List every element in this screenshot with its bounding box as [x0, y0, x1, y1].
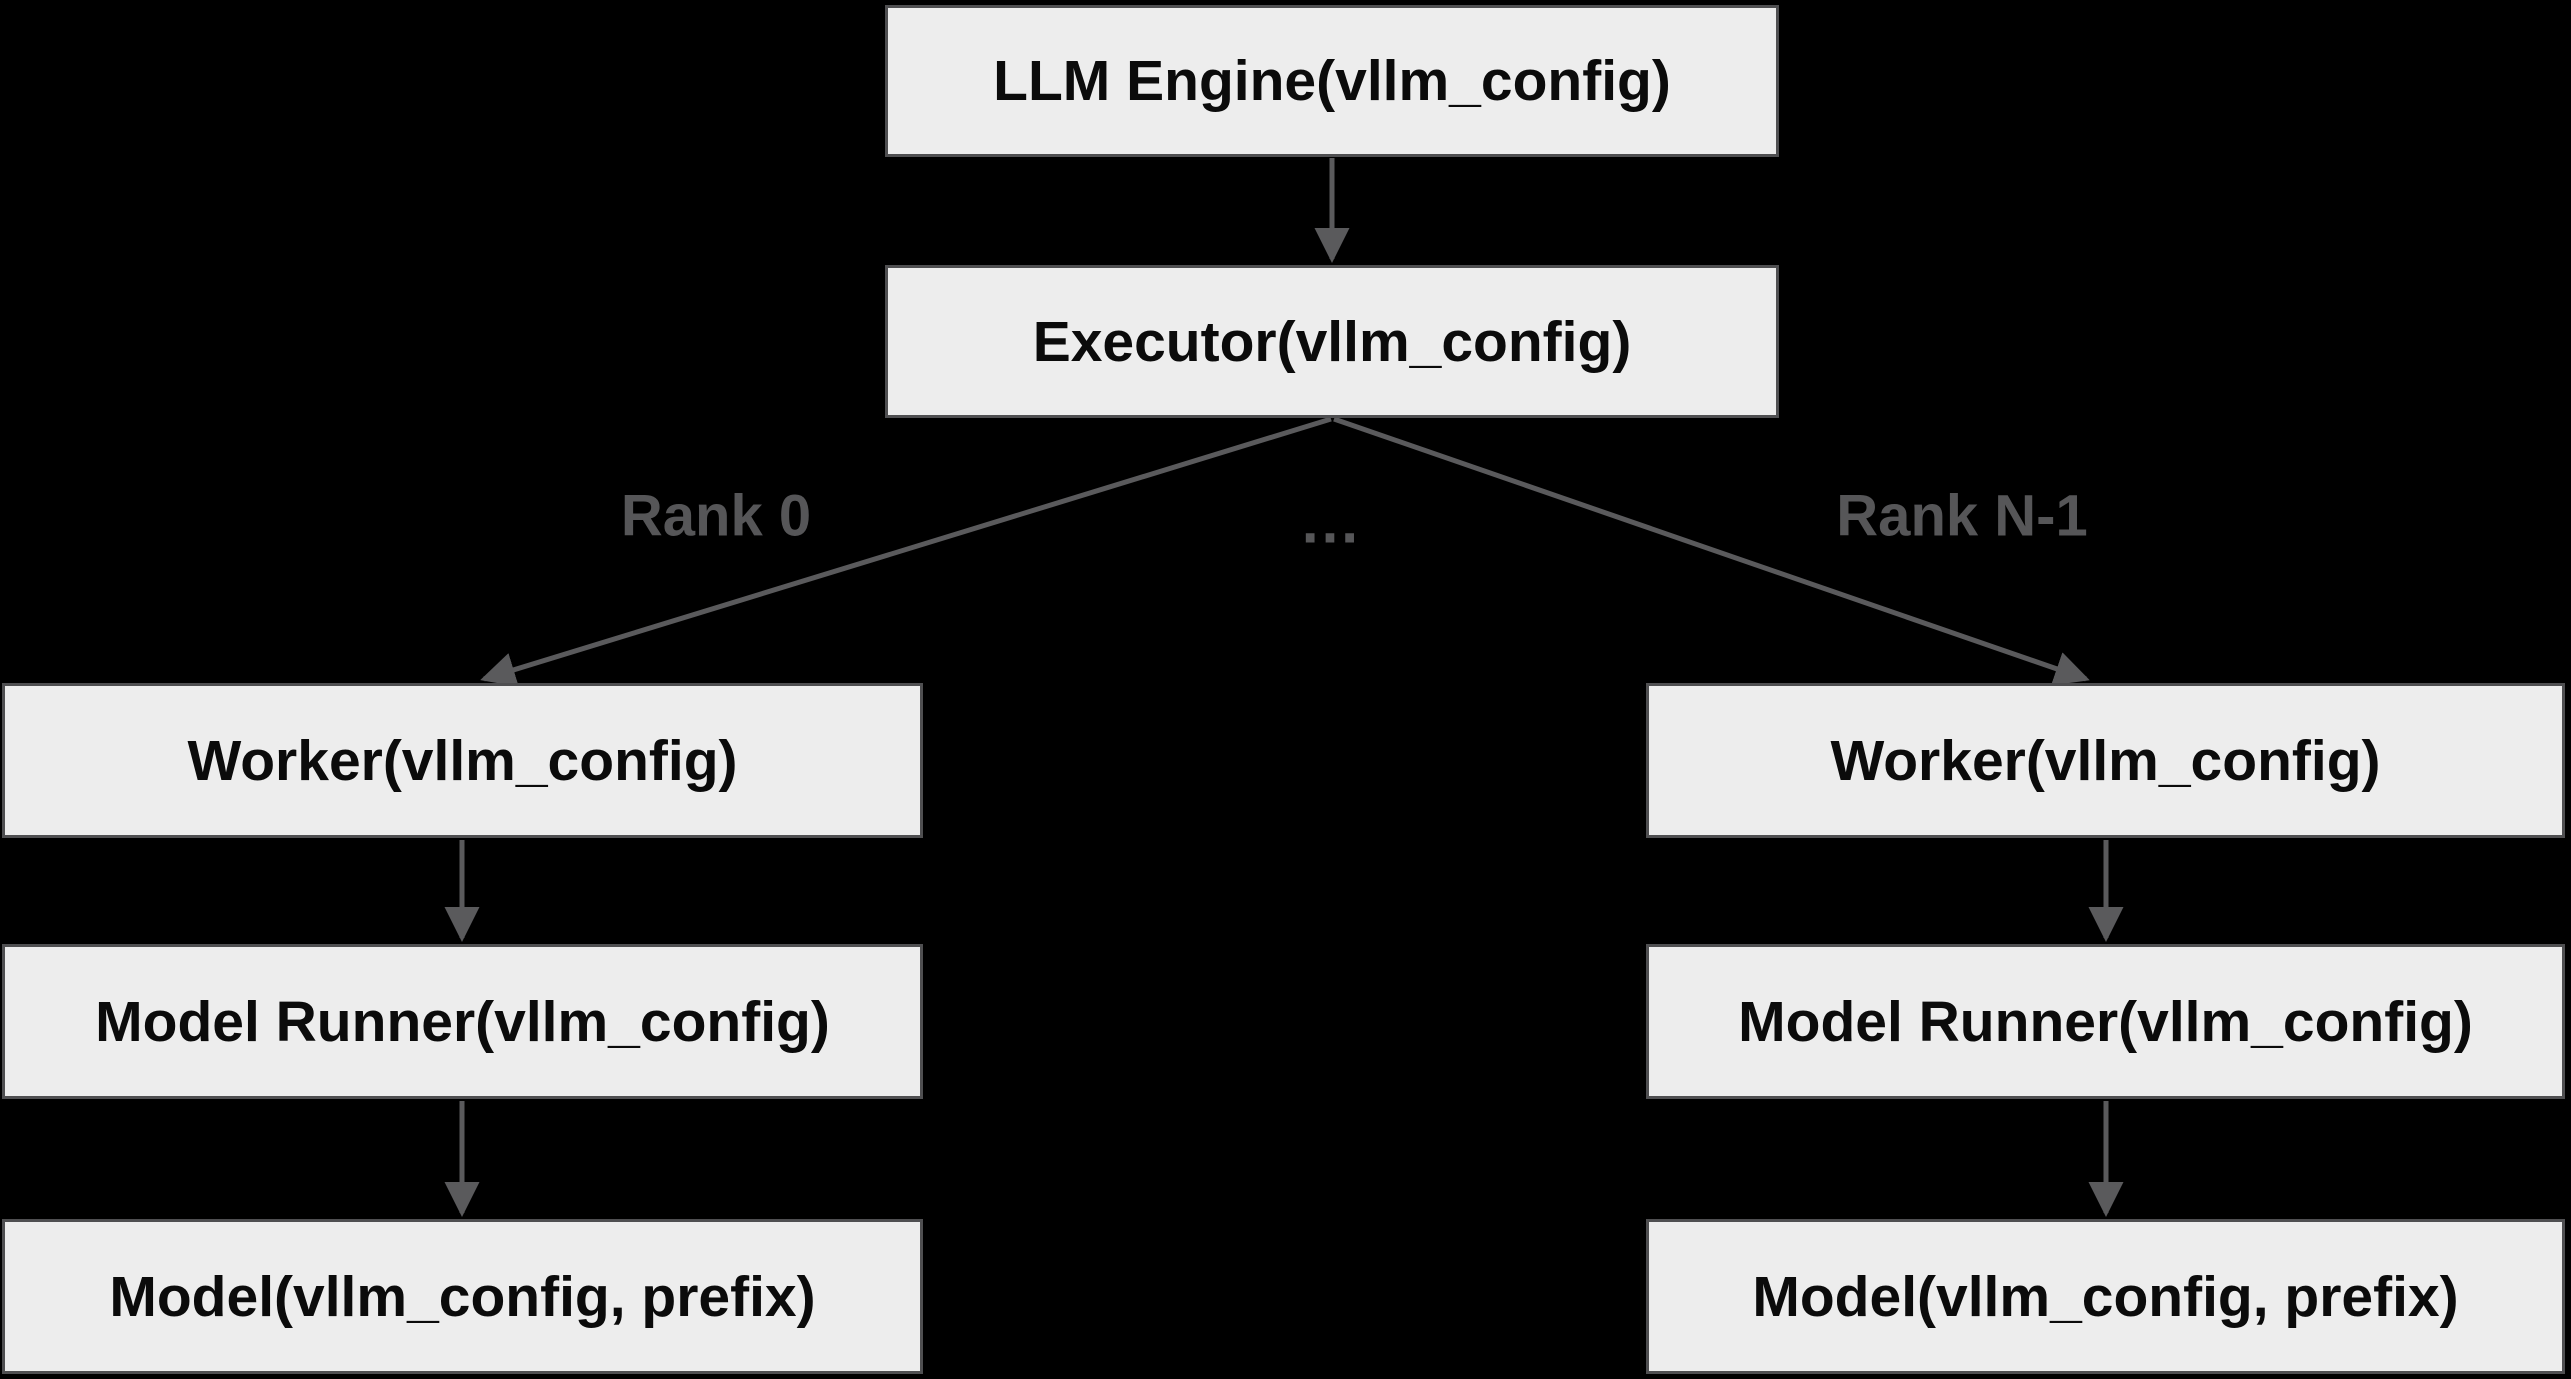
- node-worker-right: Worker(vllm_config): [1646, 683, 2565, 838]
- edge-label-rank-0: Rank 0: [620, 483, 812, 549]
- node-worker-left: Worker(vllm_config): [2, 683, 923, 838]
- edge-label-ellipsis: …: [1299, 487, 1363, 557]
- node-model-left: Model(vllm_config, prefix): [2, 1219, 923, 1374]
- node-model-runner-left: Model Runner(vllm_config): [2, 944, 923, 1099]
- node-model-right: Model(vllm_config, prefix): [1646, 1219, 2565, 1374]
- node-llm-engine: LLM Engine(vllm_config): [885, 5, 1779, 157]
- edge-executor-to-worker-left: [480, 416, 1332, 687]
- node-executor: Executor(vllm_config): [885, 265, 1779, 418]
- edge-executor-to-worker-right: [1333, 416, 2090, 686]
- node-model-runner-right: Model Runner(vllm_config): [1646, 944, 2565, 1099]
- edge-label-rank-n-1: Rank N-1: [1836, 483, 2088, 549]
